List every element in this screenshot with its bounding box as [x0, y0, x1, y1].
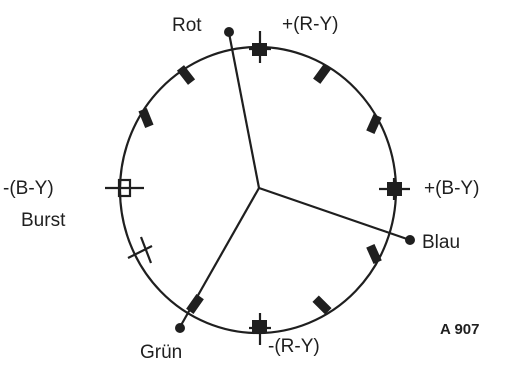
- figure-code: A 907: [440, 321, 479, 338]
- label-r-minus-y-pos: +(R-Y): [282, 14, 338, 35]
- label-gruen: Grün: [140, 342, 182, 363]
- label-blau: Blau: [422, 232, 460, 253]
- axis-tick-left-burst: [105, 178, 144, 198]
- phase-marks: [138, 64, 382, 315]
- label-burst: Burst: [21, 210, 66, 231]
- label-b-minus-y-pos: +(B-Y): [424, 178, 479, 199]
- blau-endpoint: [405, 235, 415, 245]
- label-b-minus-y-neg: -(B-Y): [3, 178, 54, 199]
- label-rot: Rot: [172, 15, 202, 36]
- axis-tick-top: [249, 31, 271, 63]
- blau-vector: [258, 186, 411, 242]
- label-r-minus-y-neg: -(R-Y): [268, 336, 320, 357]
- axis-tick-right: [379, 178, 410, 200]
- rot-vector: [227, 32, 261, 189]
- rot-endpoint: [224, 27, 234, 37]
- gruen-endpoint: [175, 323, 185, 333]
- reference-tick: [127, 236, 153, 264]
- axis-tick-bottom: [249, 313, 271, 345]
